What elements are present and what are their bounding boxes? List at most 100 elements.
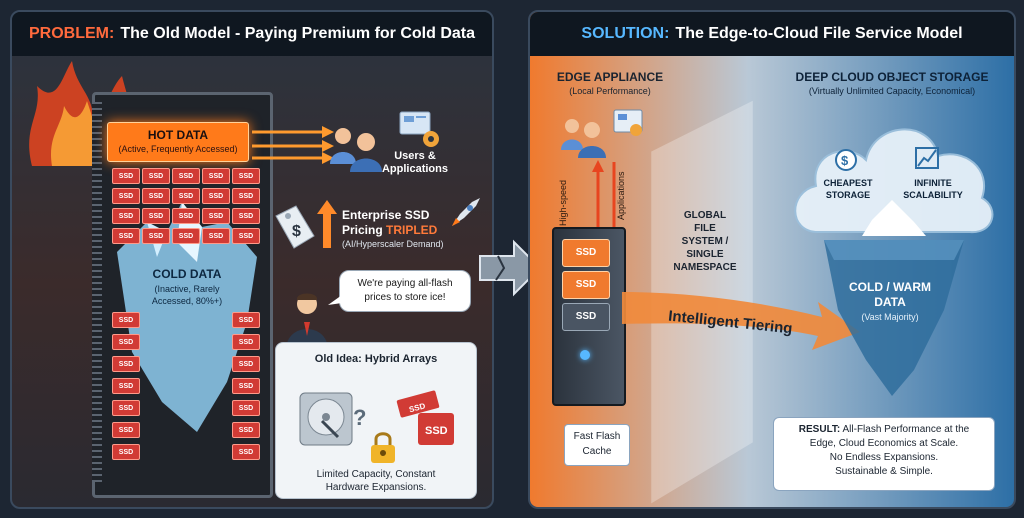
rack-ssd-module: SSD [142, 228, 170, 244]
pricing-line-1: Enterprise SSD [342, 208, 430, 222]
pricing-line-3: (AI/Hyperscaler Demand) [342, 239, 444, 249]
edge-title: EDGE APPLIANCE [556, 70, 664, 84]
cold-warm-line-1: COLD / WARM [849, 280, 931, 294]
growth-icon [915, 147, 939, 169]
fast-flash-card: Fast Flash Cache [564, 424, 630, 466]
svg-text:$: $ [292, 223, 301, 240]
rack-ssd-module: SSD [112, 334, 140, 350]
rack-ssd-module: SSD [232, 168, 260, 184]
cheapest-line-1: CHEAPEST [823, 178, 873, 188]
cold-data-subtitle-1: (Inactive, Rarely [154, 284, 220, 294]
pricing-line-2: Pricing TRIPLED [342, 223, 437, 237]
rack-ssd-module: SSD [112, 168, 140, 184]
edge-ssd-label-1: SSD [575, 247, 597, 258]
rack-ssd-module: SSD [232, 334, 260, 350]
rack-ssd-module: SSD [112, 422, 140, 438]
solution-panel: SOLUTION: The Edge-to-Cloud File Service… [528, 10, 1016, 509]
result-key: RESULT: [798, 424, 841, 435]
rack-ssd-module: SSD [232, 356, 260, 372]
rack-ssd-module: SSD [112, 378, 140, 394]
rack-ssd-module: SSD [202, 228, 230, 244]
gear-icon [423, 131, 439, 147]
edge-subtitle: (Local Performance) [569, 86, 651, 96]
monitor-icon [399, 111, 431, 135]
rack-ssd-module: SSD [112, 208, 140, 224]
rack-ssd-module: SSD [232, 312, 260, 328]
cold-data-subtitle-2: Accessed, 80%+) [151, 296, 223, 306]
rack-ssd-module: SSD [232, 188, 260, 204]
rack-ssd-module: SSD [202, 208, 230, 224]
rack-ssd-module: SSD [112, 228, 140, 244]
svg-text:SSD: SSD [425, 425, 448, 437]
speech-bubble: We're paying all-flash prices to store i… [339, 270, 471, 312]
rack-ssd-module: SSD [172, 168, 200, 184]
result-card: RESULT: All-Flash Performance at the Edg… [773, 417, 995, 491]
solution-key: SOLUTION: [581, 25, 670, 42]
svg-text:?: ? [353, 405, 366, 430]
cloud-subtitle: (Virtually Unlimited Capacity, Economica… [808, 86, 976, 96]
global-line-2: FILE [694, 223, 716, 234]
users-icon [561, 119, 606, 158]
question-icon: ? [353, 405, 366, 430]
speech-line-2: prices to store ice! [364, 292, 446, 303]
svg-text:SSD: SSD [408, 401, 426, 414]
result-line-2: Edge, Cloud Economics at Scale. [809, 438, 959, 449]
rack-ssd-module: SSD [232, 444, 260, 460]
svg-text:$: $ [841, 153, 849, 168]
price-tag-icon: $ [275, 205, 315, 249]
global-line-1: GLOBAL [683, 210, 727, 221]
hard-drive-icon [299, 392, 353, 446]
rack-ssd-module: SSD [202, 188, 230, 204]
rack-ssd-module: SSD [232, 422, 260, 438]
pricing-prefix: Pricing [342, 223, 387, 237]
global-line-4: SINGLE [686, 249, 724, 260]
rack-ssd-module: SSD [142, 168, 170, 184]
old-idea-card: Old Idea: Hybrid Arrays ? SSD SSD Limite… [275, 342, 477, 499]
old-idea-line-1: Limited Capacity, Constant [316, 469, 436, 480]
users-label-1: Users & [394, 150, 436, 162]
result-line-3: No Endless Expansions. [829, 452, 939, 463]
solution-header: SOLUTION: The Edge-to-Cloud File Service… [530, 12, 1014, 56]
result-line-1: RESULT: All-Flash Performance at the [774, 424, 994, 435]
infinite-line-1: INFINITE [914, 178, 952, 188]
tiering-arrow [622, 292, 860, 350]
users-label-2: Applications [381, 163, 448, 175]
rack-ssd-module: SSD [172, 228, 200, 244]
rack-ssd-module: SSD [112, 188, 140, 204]
hot-data-title: HOT DATA [147, 128, 209, 142]
high-speed-label: High-speed [558, 179, 568, 226]
problem-title: The Old Model - Paying Premium for Cold … [120, 25, 476, 42]
rack-ssd-module: SSD [142, 208, 170, 224]
result-text-1: All-Flash Performance at the [842, 424, 970, 435]
hot-data-banner: HOT DATA (Active, Frequently Accessed) [107, 122, 249, 162]
fast-flash-line-2: Cache [582, 446, 612, 457]
edge-ssd-label-2: SSD [575, 279, 597, 290]
edge-ssd-label-3: SSD [575, 311, 597, 322]
server-status-light [580, 350, 590, 360]
solution-title: The Edge-to-Cloud File Service Model [675, 25, 963, 42]
edge-ssd-2: SSD [562, 271, 610, 299]
applications-label: Applications [616, 171, 626, 220]
rack-ssd-module: SSD [112, 400, 140, 416]
old-idea-title: Old Idea: Hybrid Arrays [314, 353, 438, 365]
cold-warm-subtitle: (Vast Majority) [861, 312, 919, 322]
cold-data-title: COLD DATA [152, 267, 222, 281]
rocket-icon [452, 198, 480, 226]
global-line-3: SYSTEM / [681, 236, 729, 247]
rack-ssd-module: SSD [232, 378, 260, 394]
edge-ssd-3: SSD [562, 303, 610, 331]
users-icon [330, 128, 382, 172]
rack-ssd-module: SSD [112, 356, 140, 372]
rack-ssd-module: SSD [232, 208, 260, 224]
transition-arrow [479, 239, 542, 297]
old-idea-line-2: Hardware Expansions. [325, 482, 427, 493]
rack-ssd-module: SSD [202, 168, 230, 184]
hot-data-arrows [252, 126, 334, 164]
person-icon [286, 293, 328, 350]
global-line-5: NAMESPACE [673, 262, 737, 273]
hot-data-subtitle: (Active, Frequently Accessed) [118, 144, 238, 154]
monitor-icon [613, 109, 643, 136]
speech-line-1: We're paying all-flash [357, 278, 453, 289]
problem-key: PROBLEM: [28, 25, 115, 42]
